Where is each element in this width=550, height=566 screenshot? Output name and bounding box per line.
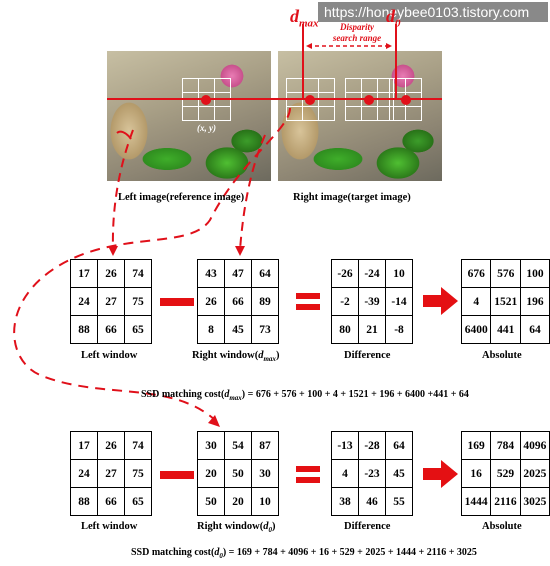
row2-minus-sign (160, 471, 194, 479)
row1-right-label: Right window(dmax) (192, 350, 280, 364)
row1-ssd-cost: SSD matching cost(dmax) = 676 + 576 + 10… (141, 389, 469, 402)
scanline-right (278, 98, 442, 100)
left-image-scene (107, 51, 271, 181)
scanline-left (107, 98, 271, 100)
right-image-scene (278, 51, 442, 181)
xy-label: (x, y) (197, 123, 216, 133)
center-pixel-dot (201, 95, 211, 105)
row2-diff-label: Difference (344, 521, 391, 532)
d0-label: d0 (386, 6, 401, 30)
right-image-caption: Right image(target image) (293, 192, 411, 203)
row1-left-label: Left window (81, 350, 138, 361)
left-image-caption: Left image(reference image) (118, 192, 245, 203)
watermark: https://honeybee0103.tistory.com (318, 2, 548, 22)
row1-abs-label: Absolute (482, 350, 522, 361)
row2-right-label: Right window(d0) (197, 521, 276, 535)
row2-abs-label: Absolute (482, 521, 522, 532)
row2-left-label: Left window (81, 521, 138, 532)
row1-equals-sign (296, 293, 320, 315)
scanline-gap (271, 98, 278, 100)
row1-diff-label: Difference (344, 350, 391, 361)
left-image: (x, y) (107, 51, 271, 181)
row1-minus-sign (160, 298, 194, 306)
right-image (278, 51, 442, 181)
disparity-label: Disparity search range (332, 22, 382, 43)
row2-equals-sign (296, 466, 320, 488)
row2-ssd-cost: SSD matching cost(d0) = 169 + 784 + 4096… (131, 547, 477, 560)
